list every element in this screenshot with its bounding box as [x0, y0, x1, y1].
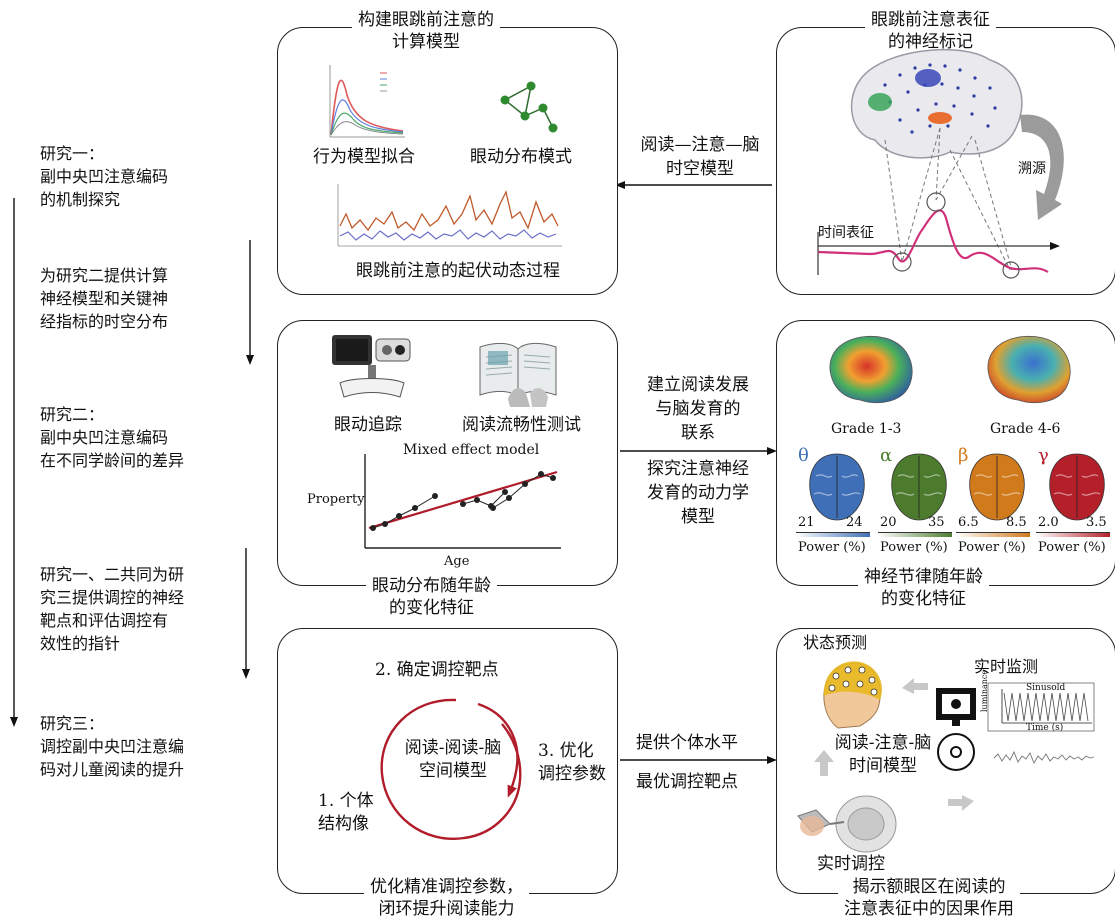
cycle-arrow-2 [814, 750, 834, 776]
label-reading-fluency: 阅读流畅性测试 [462, 415, 581, 435]
box-d-title: 神经节律随年龄 的变化特征 [858, 566, 989, 610]
eeg-cap-head [823, 661, 882, 729]
brain-source-illustration [817, 48, 1064, 279]
box-closed-loop [277, 628, 618, 894]
link-2-3-text: 研究一、二共同为研 究三提供调控的神经 靶点和评估调控有 效性的指针 [40, 565, 185, 653]
mixed-model-x-label: Age [444, 554, 470, 569]
arrow-c-d-top-label: 建立阅读发展 与脑发育的 联系 [647, 375, 749, 443]
label-time-representation: 时间表征 [818, 225, 874, 241]
label-grade-4-6: Grade 4-6 [990, 421, 1061, 437]
step-3-label: 3. 优化 调控参数 [538, 741, 606, 784]
band-brain-map [1049, 453, 1105, 521]
box-e-title: 优化精准调控参数， 闭环提升阅读能力 [364, 876, 529, 920]
step-2-label: 2. 确定调控靶点 [375, 660, 499, 680]
arrow-c-d-bottom-label: 探究注意神经 发育的动力学 模型 [647, 459, 749, 527]
label-attention-dynamics: 眼跳前注意的起伏动态过程 [356, 261, 560, 281]
band-max-value: 8.5 [1006, 515, 1027, 530]
band-power-label: Power (%) [880, 540, 948, 555]
label-eye-tracking: 眼动追踪 [334, 415, 402, 435]
label-eye-pattern: 眼动分布模式 [470, 147, 572, 167]
label-realtime-monitor: 实时监测 [974, 657, 1039, 676]
eye-movement-pattern-graph [500, 81, 558, 133]
band-max-value: 3.5 [1086, 515, 1107, 530]
band-power-label: Power (%) [958, 540, 1026, 555]
cycle-arrow-1 [902, 678, 928, 694]
band-symbol: α [880, 445, 893, 466]
band-colorbar [1036, 532, 1110, 537]
study1-text: 研究一： 副中央凹注意编码 的机制探究 [40, 144, 169, 209]
label-grade-1-3: Grade 1-3 [831, 421, 902, 437]
time-model-center-label: 阅读-注意-脑 时间模型 [834, 733, 932, 776]
band-symbol: β [958, 445, 969, 466]
band-max-value: 24 [846, 515, 863, 530]
cycle-arrow-3 [948, 795, 974, 811]
band-min-value: 6.5 [958, 515, 979, 530]
mixed-model-title: Mixed effect model [403, 442, 540, 458]
sinusoid-x-label: Time (s) [1026, 723, 1064, 733]
study2-text: 研究二： 副中央凹注意编码 在不同学龄间的差异 [40, 405, 185, 470]
closed-loop-circle [380, 698, 522, 841]
mixed-model-y-label: Property [307, 492, 365, 507]
band-power-label: Power (%) [1038, 540, 1106, 555]
label-source-trace: 溯源 [1018, 161, 1046, 177]
study3-text: 研究三： 调控副中央凹注意编 码对儿童阅读的提升 [40, 714, 185, 779]
band-colorbar [878, 532, 952, 537]
band-min-value: 20 [880, 515, 897, 530]
sinusoid-title: Sinusold [1026, 683, 1066, 693]
label-realtime-stimulation: 实时调控 [817, 854, 885, 874]
band-brain-map [809, 453, 865, 521]
band-symbol: γ [1038, 445, 1049, 466]
box-b-title: 眼跳前注意表征 的神经标记 [865, 9, 996, 53]
mixed-model-scatter [364, 454, 561, 549]
step-1-label: 1. 个体 结构像 [318, 791, 374, 834]
band-max-value: 35 [928, 515, 945, 530]
band-min-value: 2.0 [1038, 515, 1059, 530]
band-brain-map [891, 453, 947, 521]
band-min-value: 21 [798, 515, 815, 530]
box-computational-model [277, 27, 618, 295]
band-symbol: θ [798, 445, 809, 466]
link-1-2-text: 为研究二提供计算 神经模型和关键神 经指标的时空分布 [40, 266, 169, 331]
arrow-a-b-label: 阅读—注意—脑 时空模型 [640, 135, 760, 179]
model-fit-chart [329, 65, 405, 138]
brain-map-grade-4-6 [987, 335, 1071, 404]
box-a-title: 构建眼跳前注意的 计算模型 [352, 9, 500, 53]
closed-loop-center-label: 阅读-阅读-脑 空间模型 [404, 738, 502, 781]
monitor-and-head-icon [936, 688, 976, 771]
band-colorbar [956, 532, 1030, 537]
sinusoid-y-label: luminance [980, 669, 989, 712]
brain-map-grade-1-3 [829, 335, 913, 404]
band-brain-map [969, 453, 1025, 521]
attention-dynamics-trace [337, 184, 562, 247]
label-behavior-fit: 行为模型拟合 [313, 147, 415, 167]
box-f-title: 揭示额眼区在阅读的 注意表征中的因果作用 [838, 876, 1020, 920]
arrow-e-f-top-label: 提供个体水平 [636, 733, 738, 753]
band-colorbar [796, 532, 870, 537]
label-state-prediction: 状态预测 [803, 633, 868, 652]
band-power-label: Power (%) [798, 540, 866, 555]
reading-book-icon [479, 342, 557, 407]
tms-stimulation-icon [797, 795, 897, 853]
eye-tracker-icon [332, 335, 411, 398]
box-c-title: 眼动分布随年龄 的变化特征 [366, 575, 497, 619]
sinusoid-signal-plot [987, 682, 1095, 732]
arrow-e-f-bottom-label: 最优调控靶点 [636, 772, 738, 792]
eeg-waveform [993, 750, 1095, 765]
